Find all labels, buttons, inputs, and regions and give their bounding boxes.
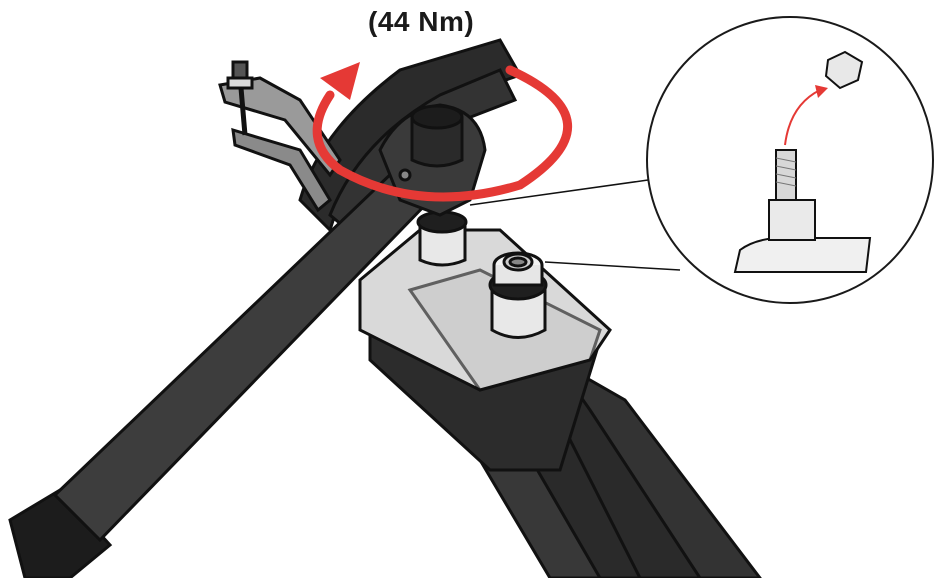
torque-label: (44 Nm)	[368, 6, 475, 37]
holding-tool	[218, 60, 342, 213]
callout-leader-lines	[469, 179, 681, 271]
bolt-under-wrench	[416, 210, 468, 267]
torque-wrench	[8, 103, 487, 578]
shear-head-detail-icon	[646, 16, 934, 304]
shear-bolt	[488, 251, 548, 339]
clamp-base	[358, 228, 612, 472]
rotation-arrow-icon	[312, 62, 573, 202]
